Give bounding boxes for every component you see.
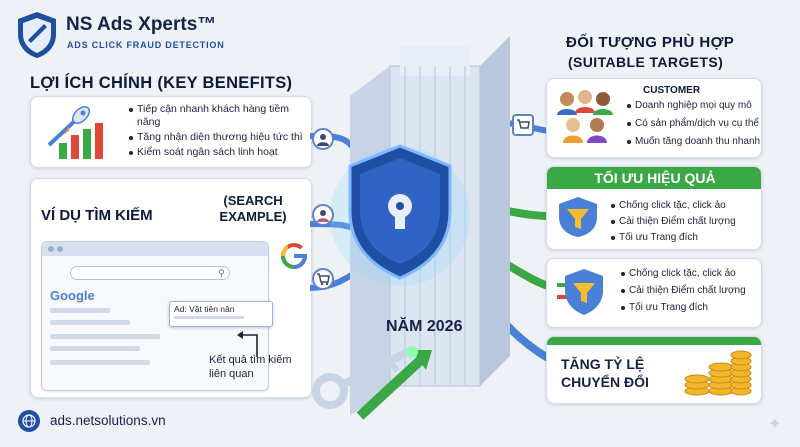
targets-title: ĐỐI TƯỢNG PHÙ HỢP <box>566 34 735 51</box>
cart-icon <box>512 114 534 136</box>
benefit-item: Tiếp cận nhanh khách hàng tiềm năng <box>127 103 307 129</box>
ad-result[interactable]: Ad: Vật tiên nân <box>169 301 273 327</box>
result-note: Kết quả tìm kiếm liên quan <box>209 354 292 380</box>
user-icon <box>312 204 334 226</box>
benefit-item: Kiểm soát ngân sách linh hoạt <box>127 146 307 159</box>
center-illustration <box>309 36 550 420</box>
search-title-en: (SEARCH EXAMPLE) <box>219 193 287 224</box>
target-item: Có sản phẩm/dịch vụ cụ thể <box>625 117 761 130</box>
shield-logo-icon <box>18 12 56 58</box>
conversion-title: TĂNG TỶ LỆ CHUYỂN ĐỔI <box>561 356 649 390</box>
optimize-item: Tối ưu Trang đích <box>609 231 759 244</box>
optimize-item: Cải thiện Điểm chất lượng <box>609 215 759 228</box>
people-icon <box>557 90 613 143</box>
ad-label: Ad: Vật tiên nân <box>174 304 235 314</box>
globe-icon <box>18 410 40 432</box>
footer-url[interactable]: ads.netsolutions.vn <box>50 413 166 428</box>
brand-name: NS Ads Xperts™ <box>66 14 217 35</box>
funnel-icon <box>557 269 603 315</box>
brand-tagline: ADS CLICK FRAUD DETECTION <box>67 40 225 50</box>
funnel-icon <box>559 197 597 237</box>
targets-label: CUSTOMER <box>643 85 701 96</box>
brand-logo <box>14 10 60 60</box>
optimize-card: TỐI ƯU HIỆU QUẢ Chống click tặc, click ả… <box>546 166 762 250</box>
search-example-card: VÍ DỤ TÌM KIẾM (SEARCH EXAMPLE) ⚲ Google… <box>30 178 312 398</box>
targets-card: CUSTOMER Doanh nghiệp mọi quy mô Có sản … <box>546 78 762 158</box>
year-label: NĂM 2026 <box>386 318 463 335</box>
coins-icon <box>684 350 752 396</box>
benefits-title: LỢI ÍCH CHÍNH (KEY BENEFITS) <box>30 74 293 92</box>
optimize-item: Tối ưu Trang đích <box>619 301 759 314</box>
conversion-card: TĂNG TỶ LỆ CHUYỂN ĐỔI <box>546 336 762 404</box>
sparkle-icon: ✦ <box>768 416 782 433</box>
optimize-title: TỐI ƯU HIỆU QUẢ <box>547 167 761 189</box>
rocket-icon <box>47 106 103 159</box>
optimize-item: Cải thiện Điểm chất lượng <box>619 284 759 297</box>
cart-icon <box>312 268 334 290</box>
search-icon: ⚲ <box>218 268 225 278</box>
arrow-icon <box>237 331 258 357</box>
key-icon <box>312 347 412 409</box>
benefit-item: Tăng nhận diện thương hiệu tức thì <box>127 131 307 144</box>
google-g-icon <box>280 242 308 270</box>
optimize-item: Chống click tặc, click ảo <box>609 199 759 212</box>
user-icon <box>312 128 334 150</box>
google-wordmark: Google <box>50 288 95 303</box>
optimize-item: Chống click tặc, click ảo <box>619 267 759 280</box>
target-item: Doanh nghiệp mọi quy mô <box>625 99 761 112</box>
targets-title-en: (SUITABLE TARGETS) <box>568 54 724 70</box>
optimize-card-2: Chống click tặc, click ảo Cải thiện Điểm… <box>546 258 762 328</box>
search-input[interactable] <box>70 266 230 280</box>
lock-icon <box>388 194 412 229</box>
target-item: Muốn tăng doanh thu nhanh <box>625 135 761 148</box>
benefits-card: Tiếp cận nhanh khách hàng tiềm năng Tăng… <box>30 96 312 168</box>
search-title: VÍ DỤ TÌM KIẾM <box>41 207 153 224</box>
